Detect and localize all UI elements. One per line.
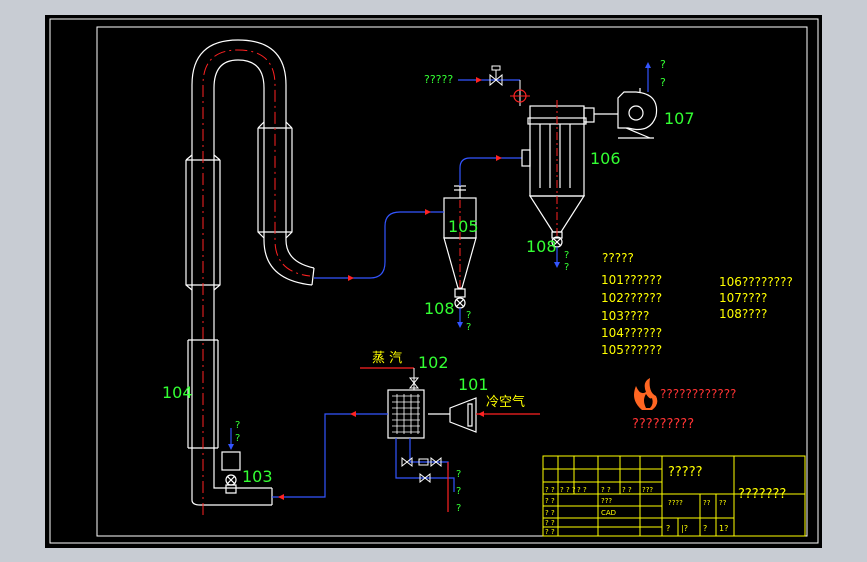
title-cell: ? ?: [545, 497, 555, 505]
exhaust-label-2: ?: [660, 76, 666, 89]
valve-102-icon: [408, 377, 420, 389]
label-101: 101: [458, 375, 489, 394]
riser-to-cyclone-line: [314, 211, 444, 279]
outer-frame: [49, 18, 819, 544]
riser-centerline: [202, 49, 311, 515]
pulse-valve-icon: [489, 65, 503, 87]
flame-logo-icon: [634, 378, 658, 410]
exhaust-up-arrowhead: [645, 62, 651, 68]
title-cell: ? ?: [622, 486, 632, 494]
cyclone-to-filter-line: [459, 157, 522, 186]
drawing-name: ?????: [668, 465, 703, 480]
legend-item: 101??????: [601, 273, 662, 287]
condensate-drain: ? ? ?: [395, 438, 461, 514]
title-cell: ? ?: [577, 486, 587, 494]
title-cell: ????: [668, 499, 683, 507]
equipment-legend: ????? 101?????? 102?????? 103???? 104???…: [601, 251, 793, 357]
cold-air-label: 冷空气: [486, 394, 525, 410]
drain-label-1: ?: [456, 469, 461, 480]
out-108a-label-1: ?: [466, 310, 471, 321]
hot-air-arrow-2: [278, 494, 284, 500]
legend-item: 107????: [719, 291, 767, 305]
label-108a: 108: [424, 299, 455, 318]
drawing-number: ???????: [738, 487, 786, 502]
exhaust-fan-107: [617, 88, 658, 139]
company-subtitle: ?????????: [632, 417, 694, 432]
legend-item: 106????????: [719, 275, 793, 289]
pulse-air-arrowhead: [476, 77, 482, 83]
title-cell: ??: [703, 499, 711, 507]
title-block-text: ????? ??????? ? ? ? ? ? ? ? ? ? ? ? ??? …: [545, 465, 786, 536]
title-cell: ???: [642, 486, 653, 494]
drain-label-2: ?: [456, 486, 461, 497]
legend-item: 103????: [601, 309, 649, 323]
title-cell: ? ?: [545, 528, 555, 536]
out-108b-label-2: ?: [564, 262, 569, 273]
out-108b-arrowhead: [554, 262, 560, 268]
feed-103-label-2: ?: [235, 433, 240, 444]
title-cell: ?: [703, 524, 707, 533]
cold-air-fan-101: [428, 397, 477, 433]
legend-item: 104??????: [601, 326, 662, 340]
legend-item: 105??????: [601, 343, 662, 357]
title-cell: ?: [666, 524, 670, 533]
legend-item: 108????: [719, 307, 767, 321]
title-cell: ??: [719, 499, 727, 507]
hot-air-line: [272, 413, 388, 498]
exhaust-label-1: ?: [660, 58, 666, 71]
title-cell: ? ?: [601, 486, 611, 494]
title-cell: ? ?: [545, 486, 555, 494]
title-block: [542, 455, 806, 537]
out-108b-label-1: ?: [564, 250, 569, 261]
out-108a-arrowhead: [457, 322, 463, 328]
drain-label-3: ?: [456, 503, 461, 514]
cyclone-to-filter-arrow: [496, 155, 502, 161]
label-103: 103: [242, 467, 273, 486]
label-106: 106: [590, 149, 621, 168]
title-cell: ? ?: [545, 509, 555, 517]
riser-to-cyclone-arrow: [348, 275, 354, 281]
title-cell: 1?: [719, 524, 728, 533]
feeder-103: [221, 451, 241, 494]
out-108a-label-2: ?: [466, 322, 471, 333]
feed-label: ?????: [424, 73, 453, 86]
title-cell: CAD: [601, 509, 616, 517]
label-105: 105: [448, 217, 479, 236]
drawing-canvas: [45, 15, 822, 548]
title-cell: ? ? ?: [560, 486, 576, 494]
steam-label: 蒸 汽: [372, 351, 402, 366]
riser-pipe-104: [185, 39, 315, 506]
riser-to-cyclone-arrow-2: [425, 209, 431, 215]
legend-item: 102??????: [601, 291, 662, 305]
label-104: 104: [162, 383, 193, 402]
label-102: 102: [418, 353, 449, 372]
title-cell: ? ?: [545, 519, 555, 527]
hot-air-arrow-1: [350, 411, 356, 417]
legend-title: ?????: [602, 251, 634, 265]
feed-103-arrowhead: [228, 444, 234, 450]
inner-frame: [96, 26, 808, 537]
pulse-tank-icon: [510, 89, 530, 103]
label-107: 107: [664, 109, 695, 128]
cold-air-arrowhead: [478, 411, 484, 417]
company-name: ????????????: [660, 387, 736, 401]
title-cell: ???: [601, 497, 612, 505]
feed-103-label-1: ?: [235, 420, 240, 431]
label-108b: 108: [526, 237, 557, 256]
title-cell: |?: [681, 524, 688, 533]
